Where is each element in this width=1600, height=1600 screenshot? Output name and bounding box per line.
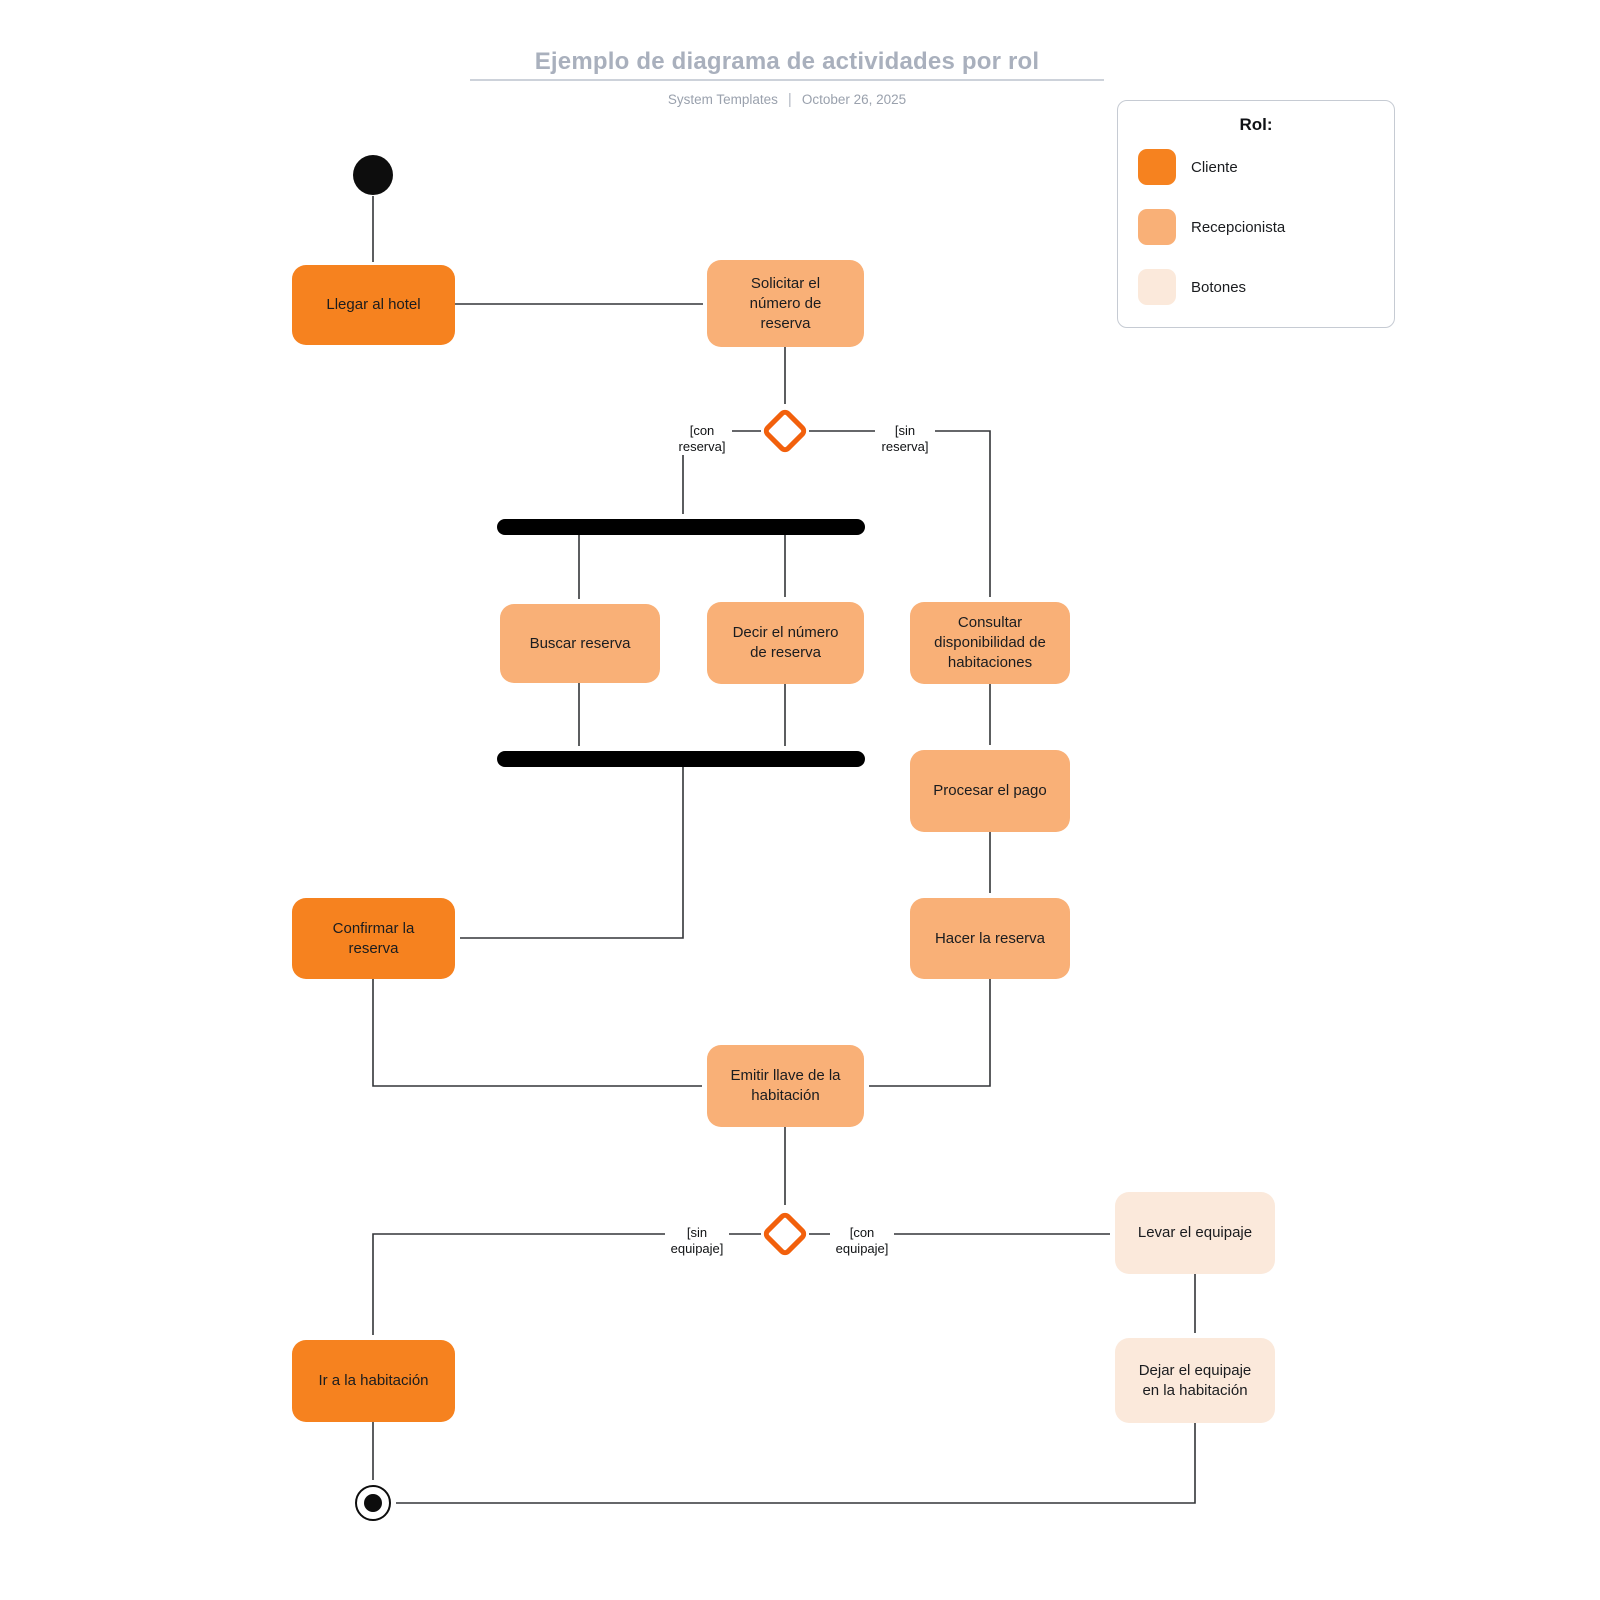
activity-buscar-reserva-label: Buscar reserva xyxy=(529,634,631,652)
activity-confirmar-reserva[interactable]: Confirmar la reserva xyxy=(292,898,455,979)
activity-levar-equipaje-label: Levar el equipaje xyxy=(1137,1224,1253,1241)
activity-llegar-al-hotel-label: Llegar al hotel xyxy=(326,296,421,313)
subtitle-separator: | xyxy=(787,91,792,108)
legend-item-recepcionista: Recepcionista xyxy=(1138,209,1285,245)
activity-consultar-disponibilidad-label: Consultar disponibilidad de habitaciones xyxy=(934,614,1046,671)
activity-solicitar-numero-reserva[interactable]: Solicitar el número de reserva xyxy=(707,260,864,347)
edge-join-to-confirmar xyxy=(460,767,684,939)
activity-decir-numero-reserva-label: Decir el número de reserva xyxy=(732,624,839,661)
legend-label-recepcionista: Recepcionista xyxy=(1191,218,1286,236)
activity-ir-habitacion-label: Ir a la habitación xyxy=(318,1372,429,1389)
activity-ir-habitacion[interactable]: Ir a la habitación xyxy=(292,1340,455,1422)
title-underline xyxy=(470,79,1104,81)
guard-con-reserva: [con reserva] xyxy=(672,423,732,455)
edge-hacer-to-emitir xyxy=(869,979,991,1087)
fork-bar[interactable] xyxy=(497,519,865,535)
legend-item-botones: Botones xyxy=(1138,269,1246,305)
activity-buscar-reserva[interactable]: Buscar reserva xyxy=(500,604,660,683)
guard-con-equipaje: [con equipaje] xyxy=(830,1225,894,1257)
legend-label-botones: Botones xyxy=(1191,278,1247,296)
legend-title: Rol: xyxy=(1239,115,1273,134)
legend-item-cliente: Cliente xyxy=(1138,149,1238,185)
activity-hacer-reserva-label: Hacer la reserva xyxy=(934,929,1046,947)
initial-node[interactable] xyxy=(353,155,393,195)
guard-sin-reserva: [sin reserva] xyxy=(875,423,935,455)
subtitle-source: System Templates xyxy=(667,92,778,107)
activity-procesar-pago-label: Procesar el pago xyxy=(933,782,1047,799)
legend-swatch-recepcionista xyxy=(1138,209,1176,245)
legend-label-cliente: Cliente xyxy=(1191,158,1238,176)
activity-hacer-reserva[interactable]: Hacer la reserva xyxy=(910,898,1070,979)
join-bar[interactable] xyxy=(497,751,865,767)
activity-decir-numero-reserva[interactable]: Decir el número de reserva xyxy=(707,602,864,684)
activity-consultar-disponibilidad[interactable]: Consultar disponibilidad de habitaciones xyxy=(910,602,1070,684)
page-subtitle: System Templates | October 26, 2025 xyxy=(472,91,1102,108)
page-title: Ejemplo de diagrama de actividades por r… xyxy=(534,48,1040,75)
activity-solicitar-numero-reserva-label: Solicitar el número de reserva xyxy=(749,274,822,332)
edge-confirmar-to-emitir xyxy=(372,979,702,1087)
activity-confirmar-reserva-label: Confirmar la reserva xyxy=(332,919,415,957)
activity-dejar-equipaje-label: Dejar el equipaje en la habitación xyxy=(1138,1361,1252,1399)
guard-sin-equipaje: [sin equipaje] xyxy=(665,1225,729,1257)
activity-procesar-pago[interactable]: Procesar el pago xyxy=(910,750,1070,832)
final-node[interactable] xyxy=(355,1485,391,1521)
activity-llegar-al-hotel[interactable]: Llegar al hotel xyxy=(292,265,455,345)
legend-swatch-cliente xyxy=(1138,149,1176,185)
activity-levar-equipaje[interactable]: Levar el equipaje xyxy=(1115,1192,1275,1274)
final-node-inner xyxy=(364,1494,382,1512)
activity-emitir-llave[interactable]: Emitir llave de la habitación xyxy=(707,1045,864,1127)
subtitle-date: October 26, 2025 xyxy=(801,92,907,107)
activity-emitir-llave-label: Emitir llave de la habitación xyxy=(730,1067,841,1104)
edge-decision-sin-reserva-to-consultar xyxy=(809,430,991,597)
edge-decision-sin-equipaje-to-ir xyxy=(372,1233,761,1335)
activity-dejar-equipaje[interactable]: Dejar el equipaje en la habitación xyxy=(1115,1338,1275,1423)
edge-dejar-to-end xyxy=(396,1423,1196,1504)
legend-swatch-botones xyxy=(1138,269,1176,305)
legend-box: Rol: Cliente Recepcionista Botones xyxy=(1117,100,1395,328)
